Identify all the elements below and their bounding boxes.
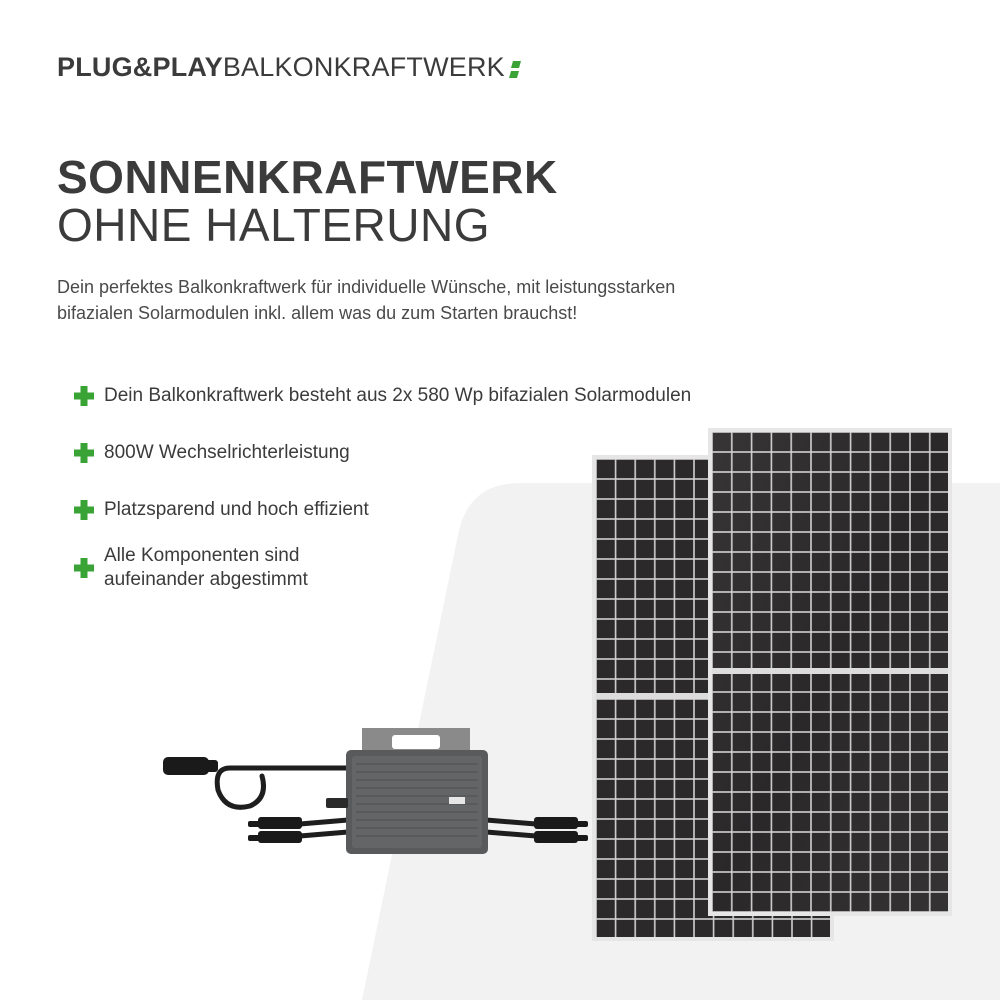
feature-item: Alle Komponenten sind aufeinander abgest… (72, 544, 308, 592)
intro-text: Dein perfektes Balkonkraftwerk für indiv… (57, 274, 757, 326)
feature-text: Alle Komponenten sind (104, 545, 300, 566)
plus-icon (74, 386, 94, 406)
brand-slash-icon (508, 60, 521, 78)
feature-text: Platzsparend und hoch effizient (104, 499, 369, 520)
feature-item: Platzsparend und hoch effizient (72, 498, 369, 522)
feature-item: Dein Balkonkraftwerk besteht aus 2x 580 … (72, 384, 691, 408)
intro-line: bifazialen Solarmodulen inkl. allem was … (57, 303, 578, 323)
feature-text: Dein Balkonkraftwerk besteht aus 2x 580 … (104, 385, 692, 406)
page-title: SONNENKRAFTWERK (57, 151, 558, 203)
feature-text: 800W Wechselrichterleistung (104, 442, 350, 463)
feature-item: 800W Wechselrichterleistung (72, 441, 350, 465)
intro-line: Dein perfektes Balkonkraftwerk für indiv… (57, 277, 676, 297)
brand-logo-light: BALKONKRAFTWERK (222, 52, 505, 82)
plus-icon (74, 558, 94, 578)
plus-icon (74, 500, 94, 520)
plus-icon (74, 443, 94, 463)
brand-logo-bold: PLUG&PLAY (57, 52, 223, 82)
page-subtitle: OHNE HALTERUNG (57, 199, 490, 251)
feature-text: aufeinander abgestimmt (104, 569, 308, 590)
